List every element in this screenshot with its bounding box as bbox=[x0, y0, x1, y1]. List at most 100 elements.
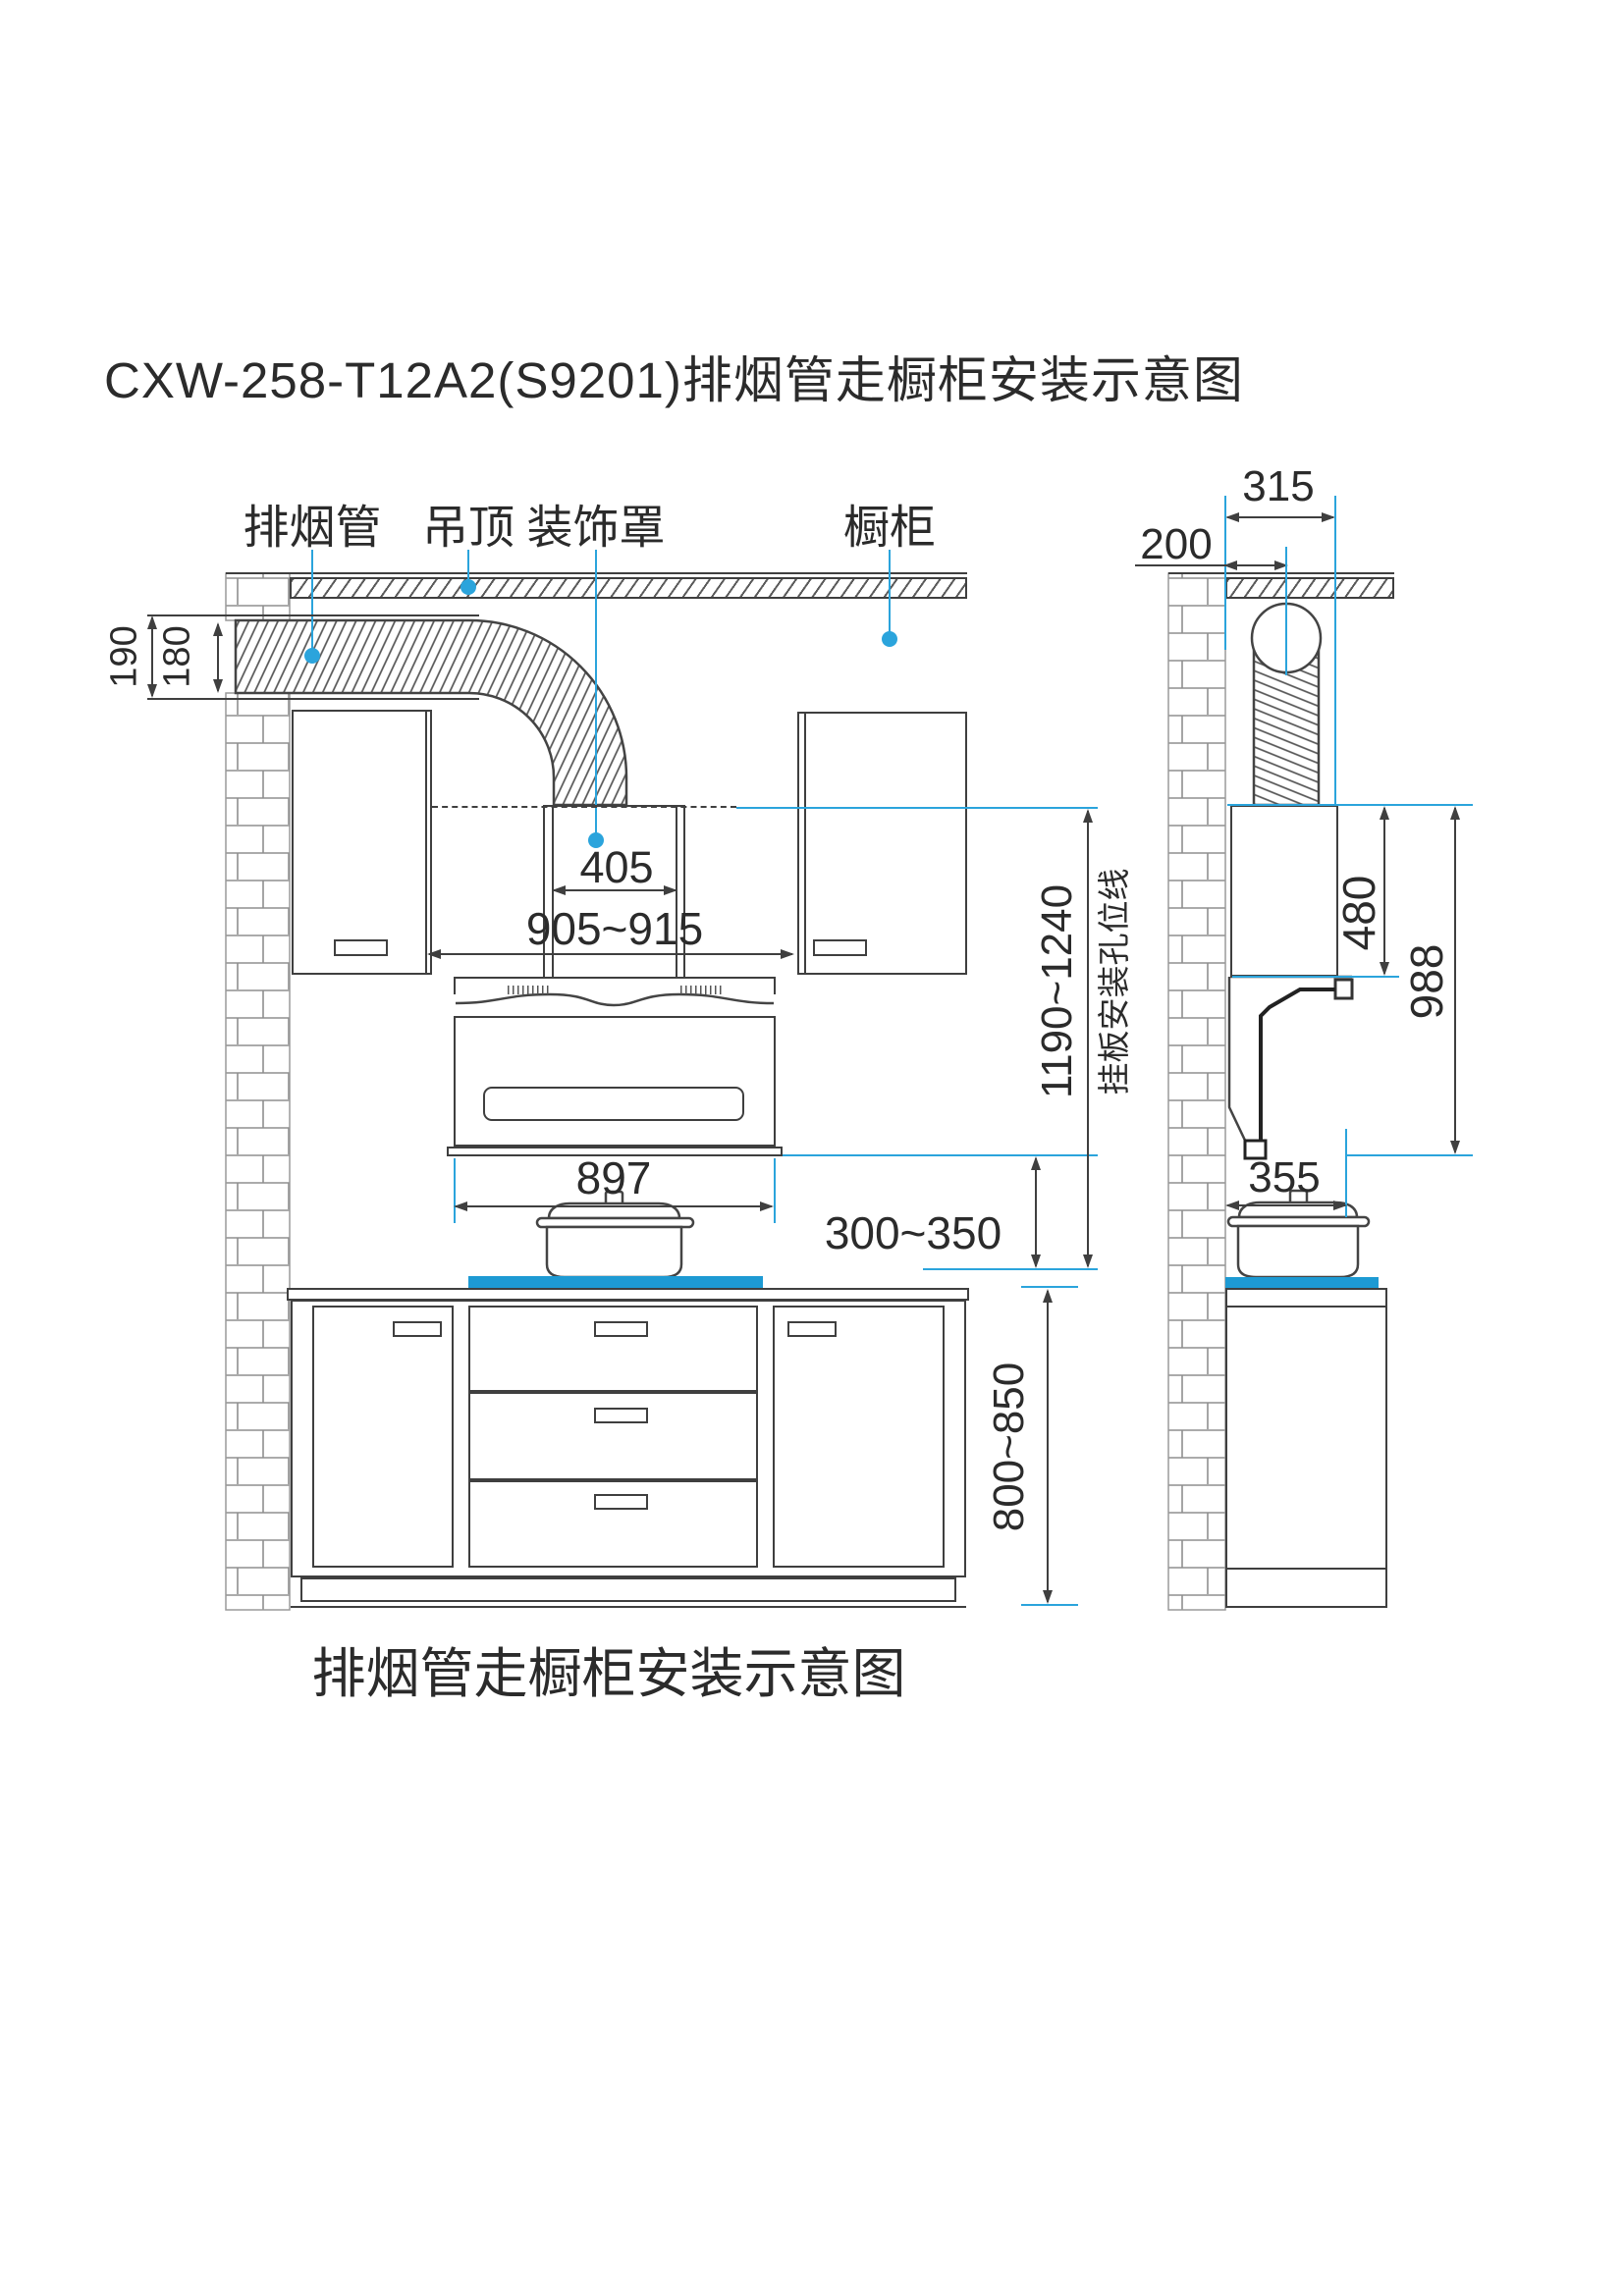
wall-cabinet-left bbox=[292, 710, 432, 975]
ext-line-200 bbox=[1135, 564, 1225, 566]
hood-inlet-panel bbox=[483, 1087, 744, 1121]
dim-text-cover-width: 405 bbox=[579, 842, 654, 892]
dim-cover-depth bbox=[1225, 512, 1335, 522]
dim-counter-height bbox=[1043, 1289, 1053, 1604]
wall-cabinet-right-handle bbox=[813, 939, 867, 956]
dim-cabinet-opening bbox=[427, 949, 794, 959]
hood-canopy-wave bbox=[455, 992, 775, 1007]
brick-wall-left bbox=[225, 692, 291, 1611]
hood-body bbox=[454, 1016, 776, 1147]
ceiling-top-line-side bbox=[1168, 572, 1394, 574]
dim-text-wall-to-center: 200 bbox=[1140, 520, 1213, 568]
dim-text-duct-outer: 190 bbox=[103, 625, 145, 688]
dim-total-height bbox=[1450, 806, 1460, 1154]
base-drawer-2 bbox=[468, 1392, 758, 1480]
tick-counter-top bbox=[1021, 1286, 1078, 1288]
hood-side-hook bbox=[1333, 978, 1354, 1000]
dim-text-total-height: 988 bbox=[1401, 943, 1452, 1020]
brick-wall-left-top bbox=[225, 572, 291, 621]
hood-vent-right bbox=[680, 986, 724, 994]
leader-dot-decor-cover bbox=[588, 832, 604, 848]
base-door-right-handle bbox=[787, 1321, 837, 1337]
dim-text-hood-to-cooktop: 300~350 bbox=[824, 1207, 1002, 1258]
smoke-duct-path bbox=[234, 618, 628, 807]
label-decor-cover: 装饰罩 bbox=[526, 501, 666, 554]
dim-text-duct-inner: 180 bbox=[156, 625, 198, 688]
dim-text-cover-height: 480 bbox=[1333, 875, 1384, 951]
ref-line-cooktop-level bbox=[923, 1268, 1098, 1270]
dim-duct-inner bbox=[213, 622, 223, 693]
ceiling-band bbox=[290, 577, 967, 599]
duct-outer-line-bottom bbox=[147, 698, 479, 700]
page-title: CXW-258-T12A2(S9201)排烟管走橱柜安装示意图 bbox=[104, 352, 1244, 408]
dim-text-cover-depth: 315 bbox=[1242, 462, 1315, 510]
wall-cabinet-left-handle bbox=[334, 939, 388, 956]
ext-line-cover-front bbox=[1334, 496, 1336, 806]
duct-centerline bbox=[1285, 547, 1287, 675]
hood-side-back bbox=[1227, 977, 1250, 1148]
dim-hood-width bbox=[454, 1201, 774, 1211]
dim-hood-to-cooktop bbox=[1031, 1156, 1041, 1268]
base-door-left-handle bbox=[393, 1321, 442, 1337]
base-drawer-1 bbox=[468, 1306, 758, 1392]
decor-cover-side bbox=[1230, 805, 1338, 977]
leader-ceiling bbox=[467, 550, 469, 587]
leader-cabinet bbox=[889, 550, 891, 639]
dim-text-hang-line-height: 1190~1240 bbox=[1033, 883, 1081, 1099]
hang-line-dashed bbox=[432, 806, 736, 808]
dim-text-counter-height: 800~850 bbox=[985, 1362, 1033, 1532]
label-ceiling: 吊顶 bbox=[422, 501, 514, 554]
dim-cover-height bbox=[1380, 806, 1389, 976]
hood-top-band bbox=[454, 977, 776, 994]
base-drawer-1-handle bbox=[594, 1321, 648, 1337]
hang-line-label: 挂板安装孔位线 bbox=[1096, 868, 1132, 1095]
leader-smoke-duct bbox=[311, 550, 313, 656]
tick-hood-right bbox=[774, 1158, 776, 1223]
base-cabinet-side-top-line bbox=[1225, 1306, 1387, 1308]
ceiling-band-side bbox=[1225, 577, 1394, 599]
hood-side-foot bbox=[1243, 1139, 1268, 1160]
base-drawer-3-handle bbox=[594, 1494, 648, 1510]
caption: 排烟管走橱柜安装示意图 bbox=[311, 1643, 906, 1704]
dim-hood-depth bbox=[1225, 1201, 1347, 1210]
base-cabinet-side bbox=[1225, 1288, 1387, 1608]
dim-cover-width bbox=[552, 885, 677, 895]
tick-hood-tip-side bbox=[1345, 1129, 1347, 1217]
brick-wall-side bbox=[1167, 572, 1226, 1611]
dim-text-cabinet-opening: 905~915 bbox=[525, 903, 704, 954]
wall-cabinet-right-inner-edge bbox=[804, 712, 806, 975]
duct-outer-line-top bbox=[147, 614, 479, 616]
ref-line-hood-tip-side bbox=[1345, 1154, 1473, 1156]
wall-cabinet-left-inner-edge bbox=[425, 710, 427, 975]
base-bottom-line bbox=[291, 1606, 966, 1608]
hood-vent-left bbox=[508, 986, 551, 994]
ref-line-cover-bottom-side bbox=[1232, 976, 1399, 978]
base-drawer-2-handle bbox=[594, 1408, 648, 1423]
leader-dot-cabinet bbox=[882, 631, 897, 647]
base-cabinet-side-bottom-line bbox=[1225, 1568, 1387, 1570]
ext-line-wall-face bbox=[1224, 496, 1226, 650]
tick-hood-left bbox=[454, 1158, 456, 1223]
leader-dot-ceiling bbox=[460, 579, 476, 595]
cooktop-front bbox=[468, 1276, 763, 1288]
leader-dot-smoke-duct bbox=[304, 648, 320, 664]
base-door-right bbox=[773, 1306, 945, 1568]
dim-text-hood-depth: 355 bbox=[1248, 1153, 1321, 1201]
base-door-left bbox=[312, 1306, 454, 1568]
wall-cabinet-right bbox=[797, 712, 967, 975]
dim-duct-outer bbox=[147, 615, 157, 698]
leader-decor-cover bbox=[595, 550, 597, 840]
ref-line-cover-top-side bbox=[1227, 804, 1473, 806]
hood-bottom-lip bbox=[447, 1147, 783, 1156]
hang-line-blue bbox=[736, 807, 1098, 809]
cooktop-side bbox=[1225, 1277, 1379, 1288]
dim-wall-to-center bbox=[1223, 561, 1288, 570]
label-cabinet: 橱柜 bbox=[843, 501, 936, 554]
base-kick-plate bbox=[300, 1577, 956, 1602]
dim-hang-line-height bbox=[1083, 809, 1093, 1268]
hood-side-profile bbox=[1259, 988, 1335, 1141]
tick-cabinet-bottom bbox=[1021, 1604, 1078, 1606]
pot-front bbox=[535, 1190, 695, 1279]
dim-text-hood-width: 897 bbox=[575, 1152, 652, 1203]
